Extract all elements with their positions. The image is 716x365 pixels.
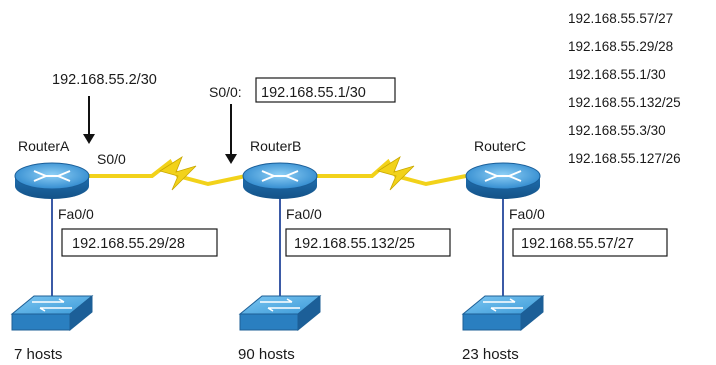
address-answer-list: 192.168.55.57/27 192.168.55.29/28 192.16… (568, 11, 681, 166)
router-a-interface: Fa0/0 (58, 206, 94, 222)
router-a-lan-address: 192.168.55.29/28 (72, 236, 185, 252)
answer-list-item: 192.168.55.1/30 (568, 67, 666, 82)
serial-link-a-b (88, 155, 247, 191)
router-a-name: RouterA (18, 138, 70, 154)
answer-list-item: 192.168.55.132/25 (568, 95, 681, 110)
router-a-router-icon (14, 162, 90, 199)
router-a-hosts: 7 hosts (14, 346, 62, 363)
switch-b-switch-icon (238, 294, 322, 332)
router-a-serial-address: 192.168.55.2/30 (52, 72, 157, 88)
router-b-serial-address: 192.168.55.1/30 (261, 85, 366, 101)
router-c-lan-address: 192.168.55.57/27 (521, 236, 634, 252)
router-c-lan-box (512, 228, 668, 257)
router-b-lan-box (285, 228, 451, 257)
router-a-lan-box (61, 228, 218, 257)
router-b-hosts: 90 hosts (238, 346, 295, 363)
router-c-router-icon (465, 162, 541, 199)
router-c-name: RouterC (474, 138, 526, 154)
serial-link-b-c (316, 155, 467, 191)
answer-list-item: 192.168.55.127/26 (568, 151, 681, 166)
router-a-serial-interface: S0/0 (97, 151, 126, 167)
switch-a-switch-icon (10, 294, 94, 332)
answer-list-item: 192.168.55.29/28 (568, 39, 673, 54)
answer-list-item: 192.168.55.3/30 (568, 123, 666, 138)
router-b-serial-address-box (255, 77, 396, 103)
router-b-name: RouterB (250, 138, 301, 154)
arrow-head-a (83, 134, 95, 144)
router-b-interface: Fa0/0 (286, 206, 322, 222)
answer-list-item: 192.168.55.57/27 (568, 11, 673, 26)
arrow-head-b (225, 154, 237, 164)
router-b-lan-address: 192.168.55.132/25 (294, 236, 415, 252)
switch-c-switch-icon (461, 294, 545, 332)
router-b-serial-interface: S0/0: (209, 84, 242, 100)
router-c-interface: Fa0/0 (509, 206, 545, 222)
router-b-router-icon (242, 162, 318, 199)
router-c-hosts: 23 hosts (462, 346, 519, 363)
